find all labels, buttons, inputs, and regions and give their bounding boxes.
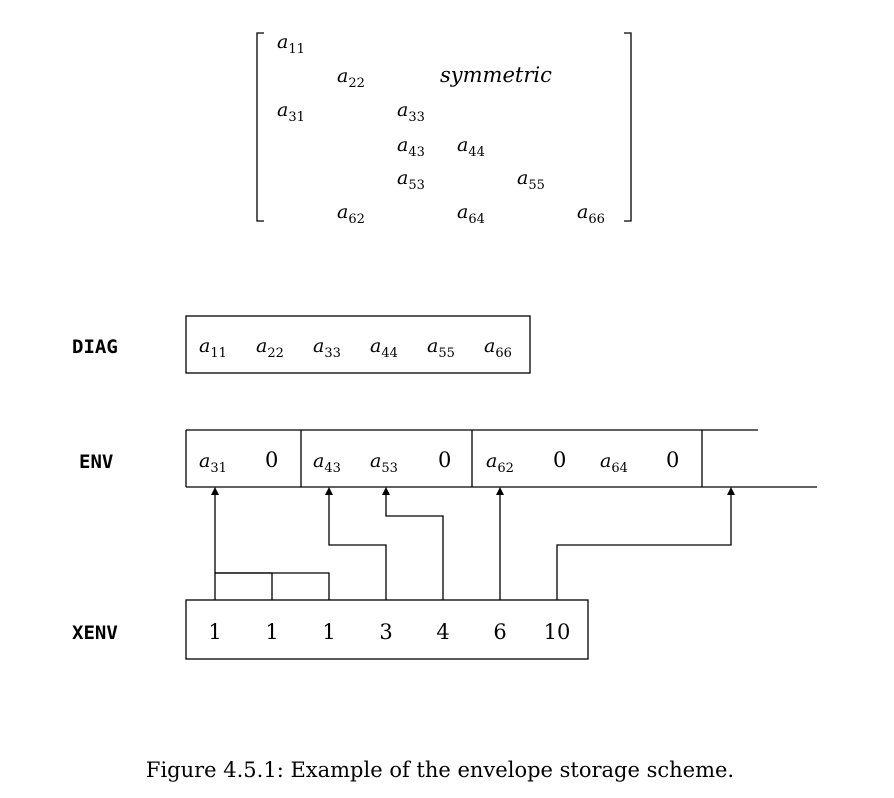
env-array: ENV a31 0 a43 a53 0 a62 0 a64 0 <box>79 429 817 488</box>
matrix-entry: a11 <box>277 31 305 57</box>
env-cell: a64 <box>600 450 628 476</box>
matrix: symmetric a11 a22 a31 a33 a43 a44 a53 a55 a62 a64… <box>256 31 632 227</box>
matrix-entry: a22 <box>337 65 365 91</box>
matrix-entry: a62 <box>337 201 365 227</box>
diag-array: DIAG a11 a22 a33 a44 a55 a66 <box>72 315 531 374</box>
pointer-connectors <box>211 487 735 600</box>
diag-cell: a55 <box>427 335 455 361</box>
matrix-entry: a43 <box>397 134 425 160</box>
pointer-line-xenv7 <box>556 491 732 600</box>
env-cell: a62 <box>486 450 514 476</box>
env-cell: 0 <box>438 448 451 472</box>
pointer-line-xenv4 <box>328 491 387 600</box>
diag-box <box>185 315 531 374</box>
env-cell: 0 <box>265 448 278 472</box>
xenv-cell: 1 <box>208 620 221 644</box>
xenv-box <box>185 599 589 660</box>
diag-cell: a33 <box>313 335 341 361</box>
arrowhead <box>211 487 219 495</box>
diag-cell: a66 <box>484 335 512 361</box>
diag-label: DIAG <box>72 336 118 358</box>
xenv-label: XENV <box>72 622 118 644</box>
xenv-array: XENV 1 1 1 3 4 6 10 <box>72 599 589 660</box>
pointer-line-xenv2 <box>215 572 273 600</box>
xenv-cell: 1 <box>322 620 335 644</box>
env-cell: 0 <box>666 448 679 472</box>
diag-cell: a11 <box>199 335 227 361</box>
diag-cell: a44 <box>370 335 398 361</box>
matrix-entry: a33 <box>397 99 425 125</box>
matrix-entry: a44 <box>457 134 485 160</box>
matrix-left-bracket <box>256 32 264 222</box>
diag-cell: a22 <box>256 335 284 361</box>
matrix-entry: a66 <box>577 201 605 227</box>
env-cell: a31 <box>199 450 227 476</box>
xenv-cell: 6 <box>493 620 506 644</box>
matrix-right-bracket <box>624 32 632 222</box>
env-cell: 0 <box>553 448 566 472</box>
arrowhead <box>727 487 735 495</box>
pointer-line-xenv5 <box>385 491 444 600</box>
arrowhead <box>496 487 504 495</box>
matrix-entry: a55 <box>517 167 545 193</box>
env-label: ENV <box>79 451 113 473</box>
xenv-cell: 4 <box>436 620 449 644</box>
arrowhead <box>382 487 390 495</box>
matrix-entry: a31 <box>277 99 305 125</box>
arrowhead <box>325 487 333 495</box>
env-cell: a43 <box>313 450 341 476</box>
xenv-cell: 10 <box>544 620 571 644</box>
matrix-entry: a53 <box>397 167 425 193</box>
matrix-entry: a64 <box>457 201 485 227</box>
env-cell: a53 <box>370 450 398 476</box>
xenv-cell: 1 <box>265 620 278 644</box>
xenv-cell: 3 <box>379 620 392 644</box>
pointer-line-xenv3 <box>215 572 330 600</box>
symmetric-label: symmetric <box>440 63 552 87</box>
figure-caption: Figure 4.5.1: Example of the envelope st… <box>146 758 734 782</box>
